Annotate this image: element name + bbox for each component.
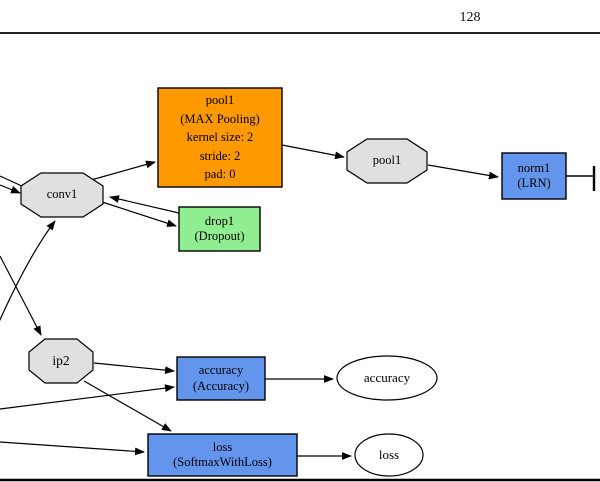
norm1-layer-box: [501, 152, 567, 200]
edge-into-conv1-lower: [0, 184, 21, 194]
ip2-blob-octagon: [28, 338, 94, 384]
edge-ip2-to-loss: [83, 380, 172, 432]
pool1-blob-octagon: [346, 138, 428, 184]
edge-conv1-to-drop1: [98, 200, 177, 227]
pool1-layer-box: [157, 87, 283, 188]
edge-ip2-to-accuracy: [93, 362, 175, 374]
conv1-blob-octagon: [20, 172, 104, 218]
edge-conv1-to-pool1layer: [90, 160, 156, 181]
edge-relu-to-conv1-curve: [0, 220, 56, 322]
accuracy-output-ellipse: [336, 355, 438, 401]
edge-into-conv1-upper: [0, 175, 25, 188]
accuracy-layer-box: [176, 356, 266, 401]
page-number: 128: [459, 10, 481, 25]
loss-output-ellipse: [354, 433, 424, 477]
edge-drop1-to-conv1: [109, 195, 180, 214]
drop1-layer-box: [178, 206, 261, 252]
edge-pool1blob-to-norm1: [427, 164, 499, 180]
loss-layer-box: [147, 433, 298, 477]
edge-pool1layer-to-pool1blob: [281, 144, 345, 160]
edge-label-to-accuracy: [0, 384, 175, 410]
edge-label-to-loss: [0, 441, 145, 456]
edge-into-ip2: [0, 255, 42, 336]
